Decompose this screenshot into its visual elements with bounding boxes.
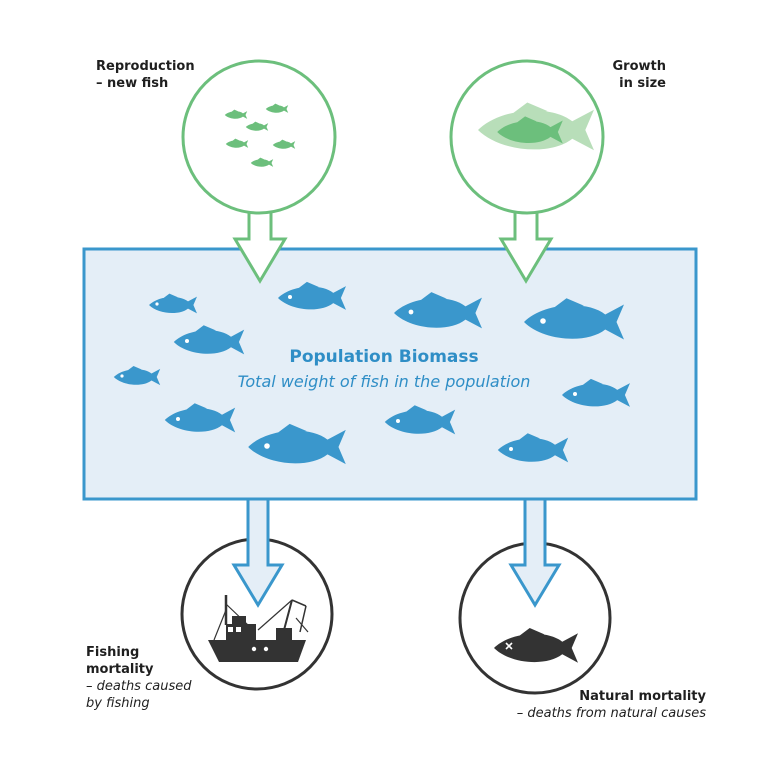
reproduction-label: Reproduction – new fish — [96, 58, 195, 92]
fishing-label-line4: by fishing — [86, 696, 150, 711]
fishing-arrow — [231, 497, 285, 608]
fishing-label-line3: – deaths caused — [86, 679, 192, 694]
reproduction-circle — [181, 59, 337, 215]
population-title: Population Biomass — [289, 347, 479, 367]
growth-label-line1: Growth — [612, 59, 667, 74]
fishing-boat-icon — [208, 595, 309, 662]
growth-label-line2: in size — [619, 76, 666, 91]
reproduction-label-line1: Reproduction — [96, 59, 195, 74]
reproduction-label-line2: – new fish — [96, 76, 169, 91]
natural-label: Natural mortality – deaths from natural … — [470, 688, 706, 722]
population-subtitle: Total weight of fish in the population — [237, 372, 531, 391]
x-eye-icon — [505, 642, 513, 650]
growth-label: Growth in size — [560, 58, 667, 92]
natural-arrow — [508, 497, 562, 608]
natural-label-line2: – deaths from natural causes — [516, 706, 706, 721]
fishing-label-line1: Fishing — [86, 645, 140, 660]
fishing-label-line2: mortality — [86, 662, 154, 677]
population-box — [82, 247, 698, 501]
fish-eyes — [120, 295, 577, 451]
fishing-label: Fishing mortality – deaths caused by fis… — [86, 644, 191, 712]
natural-label-line1: Natural mortality — [579, 689, 706, 704]
